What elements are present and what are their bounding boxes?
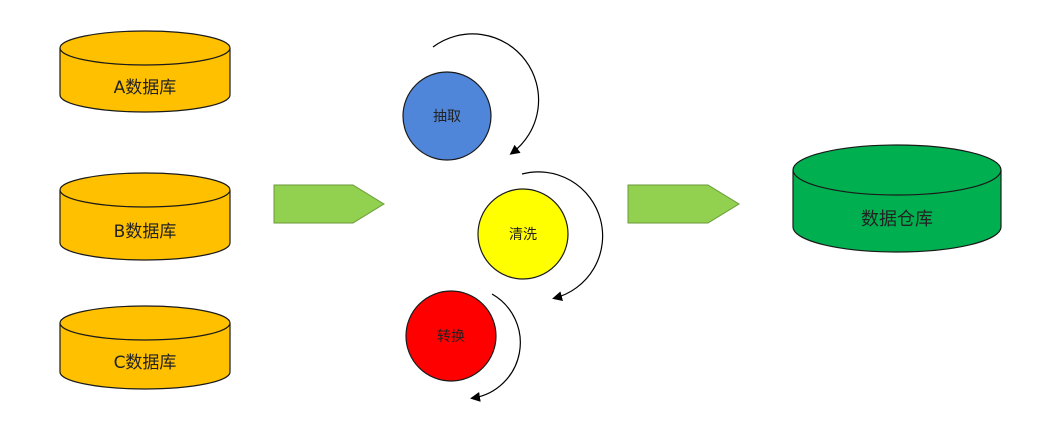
source-database-b: B数据库 bbox=[59, 172, 231, 261]
step-clean-label: 清洗 bbox=[509, 227, 537, 243]
source-database-a-label: A数据库 bbox=[114, 78, 177, 98]
data-warehouse: 数据仓库 bbox=[792, 144, 1002, 253]
data-warehouse-label: 数据仓库 bbox=[861, 209, 933, 230]
cycle-arrow-extract bbox=[432, 33, 540, 155]
step-clean: 清洗 bbox=[477, 188, 569, 280]
cycle-arrow-transform bbox=[470, 293, 521, 402]
step-transform-label: 转换 bbox=[437, 328, 465, 345]
source-database-b-label: B数据库 bbox=[114, 222, 177, 242]
step-extract: 抽取 bbox=[402, 71, 492, 161]
flow-arrow-etl-to-warehouse bbox=[627, 184, 740, 224]
step-extract-label: 抽取 bbox=[433, 109, 461, 125]
flow-arrow-sources-to-etl bbox=[273, 184, 385, 224]
source-database-c: C数据库 bbox=[59, 305, 231, 390]
source-database-a: A数据库 bbox=[59, 30, 231, 113]
source-database-c-label: C数据库 bbox=[114, 353, 177, 373]
step-transform: 转换 bbox=[405, 290, 497, 382]
cycle-arrow-clean bbox=[521, 171, 604, 302]
